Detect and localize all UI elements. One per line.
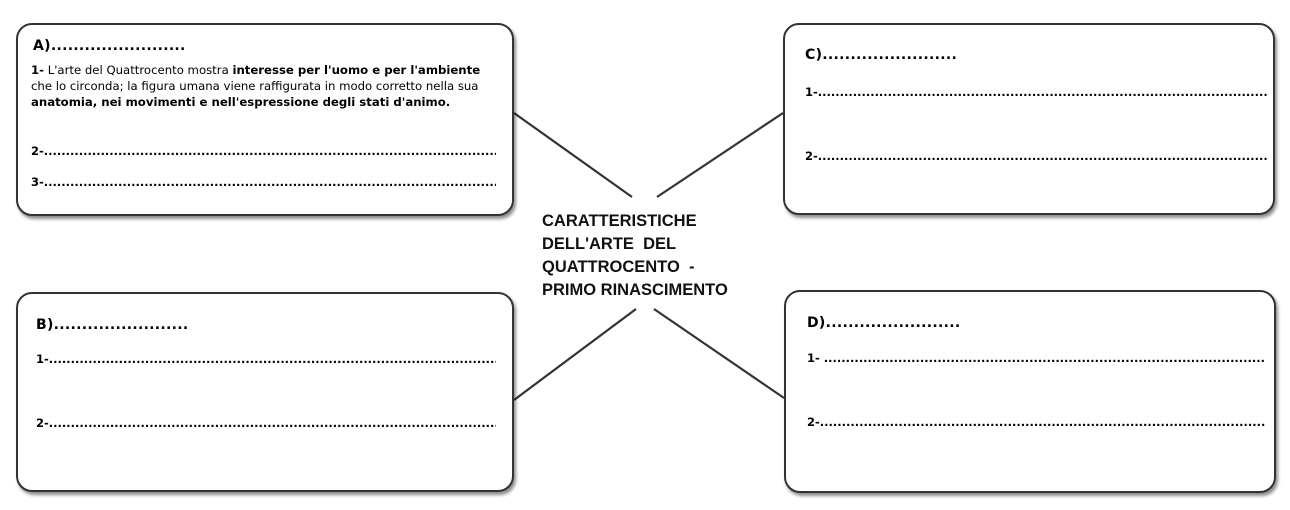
box-a-item-1-bold-2: anatomia, nei movimenti e nell'espressio… (31, 95, 451, 109)
central-topic-line-3: QUATTROCENTO - (542, 258, 695, 276)
box-b-item-2[interactable]: 2-......................................… (36, 416, 496, 430)
box-a-item-2[interactable]: 2-......................................… (31, 144, 496, 158)
connector-d (653, 308, 785, 399)
connector-b (513, 308, 637, 401)
central-topic-line-1: CARATTERISTICHE (542, 212, 697, 230)
central-topic-line-2: DELL'ARTE DEL (542, 235, 677, 253)
box-d-item-2[interactable]: 2-......................................… (807, 415, 1265, 429)
box-c: C)........................ 1-...........… (783, 23, 1275, 215)
box-a-item-1-bold-1: interesse per l'uomo e per l'ambiente (232, 63, 481, 77)
connector-a (513, 112, 633, 198)
central-topic-line-4: PRIMO RINASCIMENTO (542, 281, 728, 299)
box-a-item-1: 1- L'arte del Quattrocento mostra intere… (31, 62, 501, 110)
box-a: A)........................ 1- L'arte del… (16, 23, 514, 216)
box-d-item-1[interactable]: 1- .....................................… (807, 351, 1265, 365)
box-c-title: C)........................ (805, 47, 958, 63)
connector-c (656, 112, 784, 198)
box-c-item-1[interactable]: 1-......................................… (805, 85, 1267, 99)
box-a-item-3[interactable]: 3-......................................… (31, 175, 496, 189)
central-topic: CARATTERISTICHE DELL'ARTE DEL QUATTROCEN… (542, 210, 728, 302)
box-a-item-1-text-2: che lo circonda; la figura umana viene r… (31, 79, 479, 93)
box-b-title: B)........................ (36, 317, 189, 333)
box-b: B)........................ 1-...........… (16, 292, 514, 492)
box-a-item-1-text-1: L'arte del Quattrocento mostra (43, 63, 233, 77)
box-a-title: A)........................ (33, 38, 186, 54)
box-b-item-1[interactable]: 1-......................................… (36, 352, 496, 366)
box-c-item-2[interactable]: 2-......................................… (805, 149, 1267, 163)
box-d: D)........................ 1- ..........… (784, 290, 1276, 493)
box-a-item-1-number: 1- (31, 63, 44, 77)
box-d-title: D)........................ (807, 315, 961, 331)
